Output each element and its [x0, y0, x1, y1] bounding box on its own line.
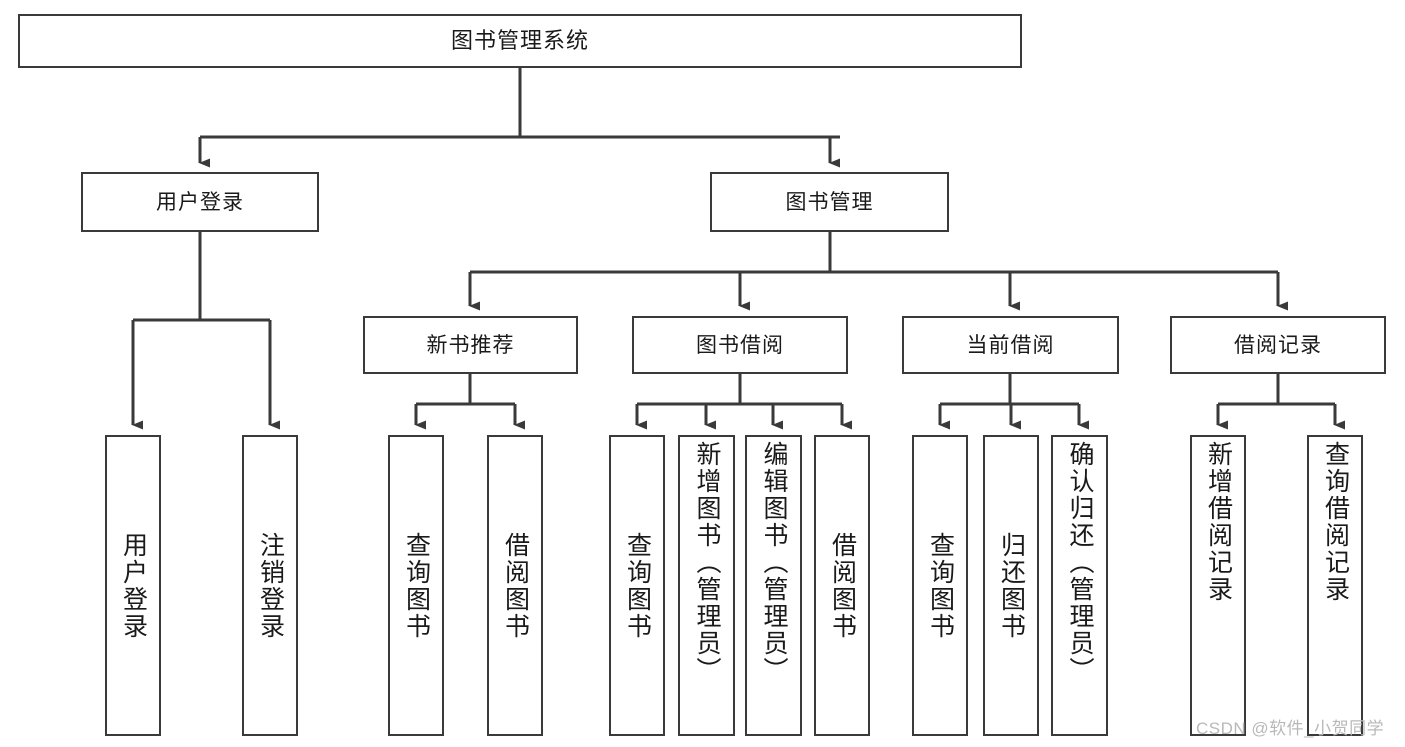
node-leaf-add-book[interactable]: 新增图书（管理员） [678, 435, 735, 736]
node-new-book-rec-label: 新书推荐 [426, 333, 515, 357]
node-leaf-edit-book[interactable]: 编辑图书（管理员） [745, 435, 802, 736]
node-leaf-query-record[interactable]: 查询借阅记录 [1307, 435, 1363, 736]
node-current-borrow-label: 当前借阅 [966, 333, 1055, 357]
node-leaf-borrow-book-1-label: 借阅图书 [501, 531, 530, 640]
node-new-book-rec[interactable]: 新书推荐 [363, 316, 578, 374]
node-leaf-query-book-3-label: 查询图书 [926, 531, 955, 640]
node-leaf-return-book-label: 归还图书 [997, 531, 1026, 640]
node-leaf-user-login-label: 用户登录 [119, 531, 148, 640]
node-leaf-confirm-return[interactable]: 确认归还（管理员） [1051, 435, 1108, 736]
node-leaf-query-book-2[interactable]: 查询图书 [609, 435, 665, 736]
node-borrow-record-label: 借阅记录 [1234, 333, 1322, 357]
node-leaf-query-book-1-label: 查询图书 [402, 531, 431, 640]
node-leaf-add-record-label: 新增借阅记录 [1204, 441, 1233, 603]
node-user-login[interactable]: 用户登录 [81, 172, 319, 232]
node-root-label: 图书管理系统 [450, 28, 589, 53]
csdn-watermark: CSDN @软件_小贺同学 [1196, 719, 1385, 738]
node-leaf-query-book-3[interactable]: 查询图书 [912, 435, 968, 736]
node-leaf-return-book[interactable]: 归还图书 [983, 435, 1039, 736]
node-leaf-user-logout-label: 注销登录 [256, 531, 285, 640]
node-book-borrow-label: 图书借阅 [696, 333, 784, 357]
node-user-login-label: 用户登录 [156, 190, 244, 214]
node-leaf-user-login[interactable]: 用户登录 [105, 435, 161, 736]
node-leaf-user-logout[interactable]: 注销登录 [242, 435, 298, 736]
node-borrow-record[interactable]: 借阅记录 [1170, 316, 1386, 374]
node-leaf-confirm-return-label: 确认归还（管理员） [1066, 441, 1094, 684]
node-book-manage[interactable]: 图书管理 [710, 172, 949, 232]
node-leaf-query-book-2-label: 查询图书 [623, 531, 652, 640]
node-leaf-borrow-book-2[interactable]: 借阅图书 [814, 435, 870, 736]
node-leaf-add-record[interactable]: 新增借阅记录 [1190, 435, 1246, 736]
node-current-borrow[interactable]: 当前借阅 [902, 316, 1119, 374]
node-root[interactable]: 图书管理系统 [18, 14, 1022, 68]
node-leaf-edit-book-label: 编辑图书（管理员） [760, 441, 788, 684]
node-book-manage-label: 图书管理 [785, 190, 874, 214]
node-leaf-query-record-label: 查询借阅记录 [1321, 441, 1350, 603]
node-leaf-add-book-label: 新增图书（管理员） [693, 441, 721, 684]
node-leaf-borrow-book-1[interactable]: 借阅图书 [487, 435, 543, 736]
node-leaf-query-book-1[interactable]: 查询图书 [388, 435, 444, 736]
node-book-borrow[interactable]: 图书借阅 [632, 316, 848, 374]
node-leaf-borrow-book-2-label: 借阅图书 [828, 531, 857, 640]
